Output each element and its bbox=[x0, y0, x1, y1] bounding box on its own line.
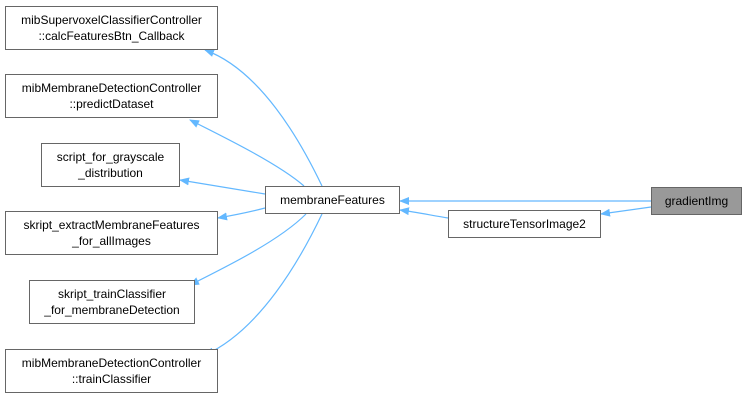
node-predictdataset[interactable]: mibMembraneDetectionController ::predict… bbox=[5, 74, 218, 118]
node-scriptgrayscale-line1: script_for_grayscale bbox=[56, 150, 165, 164]
node-skriptextract-line1: skript_extractMembraneFeatures bbox=[23, 218, 200, 232]
node-structuretensor-label: structureTensorImage2 bbox=[463, 217, 586, 231]
edge-gradientimg-to-structuretensor bbox=[600, 206, 652, 217]
node-predictdataset-line2: ::predictDataset bbox=[69, 97, 154, 111]
edge-membranefeatures-to-predictdataset bbox=[189, 119, 305, 187]
node-predictdataset-line1: mibMembraneDetectionController bbox=[21, 81, 202, 95]
node-skript-trainclassifier[interactable]: skript_trainClassifier _for_membraneDete… bbox=[29, 280, 195, 324]
node-calcfeatures-line1: mibSupervoxelClassifierController bbox=[21, 13, 202, 27]
node-gradientimg-label: gradientImg bbox=[664, 194, 729, 208]
node-skript-extractmembranefeatures[interactable]: skript_extractMembraneFeatures _for_allI… bbox=[5, 211, 218, 255]
node-calcfeatures-line2: ::calcFeaturesBtn_Callback bbox=[38, 29, 185, 43]
node-trainclassifier[interactable]: mibMembraneDetectionController ::trainCl… bbox=[5, 349, 218, 393]
node-skriptextract-line2: _for_allImages bbox=[72, 234, 151, 248]
edge-membranefeatures-to-trainclassifier bbox=[204, 213, 323, 356]
edge-membranefeatures-to-calcfeatures bbox=[204, 49, 323, 187]
node-skripttrain-line1: skript_trainClassifier bbox=[57, 287, 167, 301]
node-structuretensorimage2[interactable]: structureTensorImage2 bbox=[448, 210, 601, 238]
edge-membranefeatures-to-scriptgrayscale bbox=[179, 177, 266, 195]
node-gradientimg: gradientImg bbox=[651, 187, 742, 215]
node-skripttrain-line2: _for_membraneDetection bbox=[44, 303, 180, 317]
node-scriptgrayscale-line2: _distribution bbox=[78, 166, 143, 180]
edge-structuretensor-to-membranefeatures bbox=[399, 207, 449, 219]
edge-membranefeatures-to-skripttrain bbox=[189, 213, 307, 286]
node-trainclassifier-line1: mibMembraneDetectionController bbox=[21, 356, 202, 370]
node-membranefeatures[interactable]: membraneFeatures bbox=[265, 186, 400, 214]
edge-membranefeatures-to-skriptextract bbox=[217, 207, 266, 221]
node-script-for-grayscale-distribution[interactable]: script_for_grayscale _distribution bbox=[41, 143, 180, 187]
node-trainclassifier-line2: ::trainClassifier bbox=[71, 372, 152, 386]
node-membranefeatures-label: membraneFeatures bbox=[280, 193, 385, 207]
node-calcfeaturesbtn-callback[interactable]: mibSupervoxelClassifierController ::calc… bbox=[5, 6, 218, 50]
